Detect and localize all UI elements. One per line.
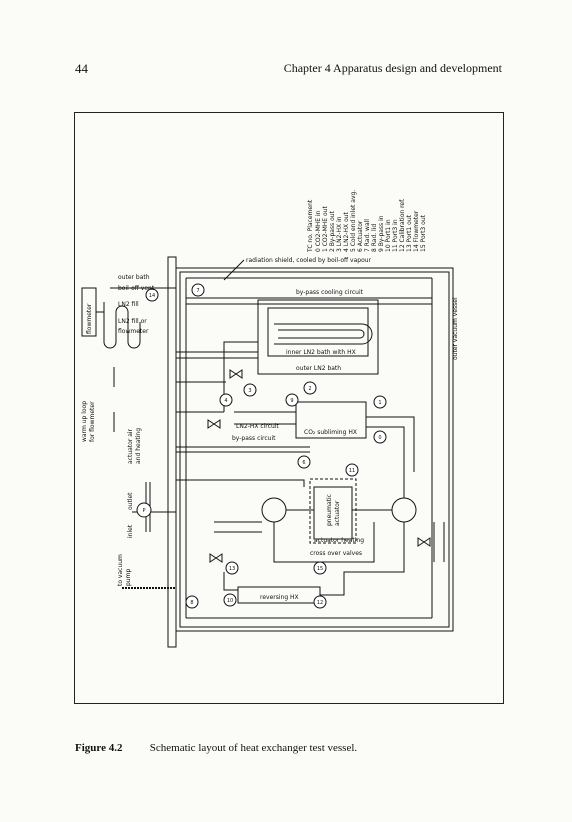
- legend-item: 5 Cold end inlet avg.: [350, 190, 357, 252]
- tc-13: 13: [229, 566, 235, 572]
- bypass-cooling-label: by-pass cooling circuit: [296, 289, 364, 296]
- hx-coil: [274, 323, 373, 345]
- tc-legend: TC no. Placement 0 CO2-MHE in 1 CO2-MHE …: [307, 190, 427, 253]
- crossover-valve-right: [391, 497, 417, 523]
- tc-p: P: [142, 508, 145, 514]
- schematic-diagram: 14 7 4 3 9 2 1 0 6 P 11 15 13 10 8 12 TC…: [81, 190, 459, 648]
- crossover-valve-left: [261, 497, 287, 523]
- crossover-label: cross over valves: [310, 550, 362, 557]
- tc-10: 10: [227, 598, 233, 604]
- outer-vacuum-label: outer vacuum vessel: [452, 297, 459, 360]
- flowmeter-box-label: flowmeter: [86, 303, 93, 334]
- legend-item: 4 LN2-HX out: [343, 211, 350, 252]
- legend-item: 1 CO2-MHE out: [322, 206, 329, 252]
- inner-bath-label: inner LN2 bath with HX: [286, 349, 356, 356]
- actuator-heating-label: actuator heating: [314, 537, 364, 544]
- tc-14: 14: [149, 293, 155, 299]
- vacuum-label-1: to vacuum: [117, 554, 124, 586]
- pneumatic-label: pneumatic: [326, 494, 333, 526]
- outer-bath-label: outer bath: [118, 274, 150, 281]
- legend-item: 12 Calibration ref.: [399, 198, 406, 252]
- tc-15: 15: [317, 566, 323, 572]
- legend-item: 11 Port3 in: [392, 219, 399, 252]
- legend-title: TC no. Placement: [307, 199, 314, 253]
- inlet-label: inlet: [127, 524, 134, 538]
- actuator-air-label-2: and heating: [135, 428, 142, 464]
- legend-item: 7 Rad. wall: [364, 219, 371, 252]
- legend-item: 0 CO2-MHE in: [315, 210, 322, 252]
- actuator-air-label-1: actuator air: [127, 428, 134, 464]
- page-number: 44: [75, 61, 88, 76]
- outer-vacuum-vessel: [175, 267, 454, 632]
- tc-7: 7: [196, 288, 199, 294]
- tc-0: 0: [378, 435, 381, 441]
- inner-ln2-bath: [267, 307, 369, 357]
- radiation-shield: [185, 277, 433, 619]
- flowmeter-coil: [103, 302, 141, 349]
- outer-ln2-bath: [257, 299, 379, 375]
- reversing-hx-label: reversing HX: [260, 594, 299, 601]
- legend-item: 9 By-pass in: [378, 215, 385, 252]
- tc-4: 4: [224, 398, 227, 404]
- tc-2: 2: [308, 386, 311, 392]
- legend-item: 13 Port1 out: [406, 214, 413, 252]
- legend-item: 8 Rad. lid: [371, 224, 378, 252]
- legend-item: 2 By-pass out: [329, 210, 336, 252]
- ln2-hx-label: LN2-HX circuit: [236, 423, 279, 430]
- caption-text: Schematic layout of heat exchanger test …: [149, 742, 358, 754]
- outer-bath-box-label: outer LN2 bath: [296, 365, 341, 372]
- tc-11: 11: [349, 468, 355, 474]
- legend-item: 10 Port1 in: [385, 219, 392, 252]
- ln2-fill-label: LN2 fill: [118, 301, 139, 308]
- tc-3: 3: [248, 388, 251, 394]
- flowmeter-label: flowmeter: [118, 328, 149, 335]
- ln2-fill-or-label: LN2 fill or: [118, 318, 147, 325]
- warm-up-label-1: warm up loop: [81, 401, 88, 442]
- vacuum-label-2: pump: [125, 569, 132, 586]
- co2-hx: [295, 401, 367, 439]
- warm-up-label-2: for flowmeter: [89, 401, 96, 442]
- tc-8: 8: [190, 600, 193, 606]
- actuator-label: actuator: [334, 500, 341, 526]
- tc-9: 9: [290, 398, 293, 404]
- co2-hx-label: CO₂ subliming HX: [304, 429, 357, 436]
- figure-caption: Figure 4.2 Schematic layout of heat exch…: [75, 742, 357, 754]
- pneumatic-actuator: [313, 486, 353, 540]
- legend-item: 3 LN2-HX in: [336, 216, 343, 252]
- chapter-header: Chapter 4 Apparatus design and developme…: [283, 61, 502, 75]
- legend-item: 14 Flowmeter: [413, 210, 420, 252]
- figure-frame: [74, 112, 504, 704]
- bypass-circuit-label: by-pass circuit: [232, 435, 276, 442]
- legend-item: 15 Port3 out: [420, 214, 427, 252]
- tc-6: 6: [302, 460, 305, 466]
- boiloff-vent-label: boil-off vent: [118, 285, 155, 292]
- outlet-label: outlet: [127, 492, 134, 510]
- tc-1: 1: [378, 400, 381, 406]
- tc-12: 12: [317, 600, 323, 606]
- figure-label: Figure 4.2: [75, 742, 123, 754]
- radiation-shield-label: radiation shield, cooled by boil-off vap…: [246, 257, 372, 264]
- legend-item: 6 Actuator: [357, 220, 364, 252]
